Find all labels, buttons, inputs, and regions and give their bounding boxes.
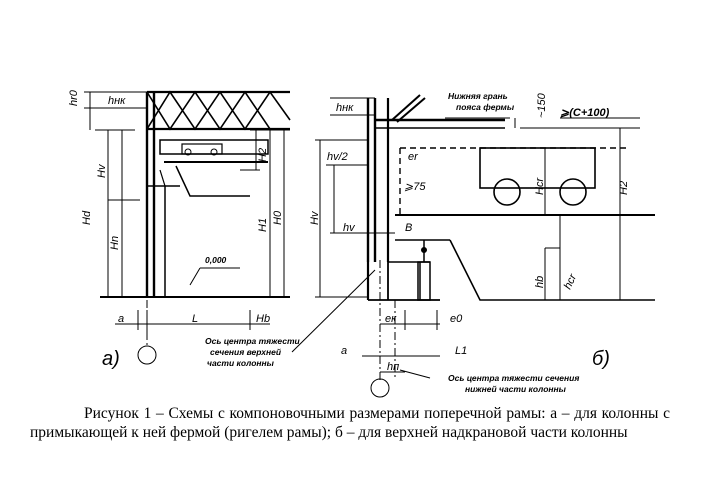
label-h0: H0 bbox=[272, 210, 284, 225]
label-hcr: Hcr bbox=[534, 177, 546, 195]
column-a bbox=[145, 92, 180, 297]
label-axis-top-1: Ось центра тяжести bbox=[205, 336, 301, 346]
label-dim150: ~150 bbox=[536, 92, 548, 118]
label-hnk-a: hнк bbox=[108, 95, 126, 107]
label-gec100: ⩾(С+100) bbox=[560, 107, 610, 119]
label-hnk-b: hнк bbox=[336, 102, 354, 114]
column-b bbox=[366, 98, 440, 301]
panel-letter-a: а) bbox=[102, 348, 120, 370]
label-a-a: a bbox=[118, 313, 124, 325]
label-h2-a: H2 bbox=[257, 148, 269, 162]
label-axis-top-2: сечения верхней bbox=[210, 347, 282, 357]
label-hb-a: Hb bbox=[256, 313, 270, 325]
label-bottom-flange-1: Нижняя грань bbox=[448, 91, 508, 101]
label-bottom-flange-2: пояса фермы bbox=[456, 102, 515, 112]
label-hv-a: Hv bbox=[96, 163, 108, 178]
crane-b bbox=[399, 147, 630, 215]
label-L1: L1 bbox=[455, 345, 467, 357]
label-hv-b: Hv bbox=[309, 210, 321, 225]
label-axis-bot-1: Ось центра тяжести сечения bbox=[448, 373, 579, 383]
label-hv2: hv/2 bbox=[327, 151, 348, 163]
label-e0: e0 bbox=[450, 313, 463, 325]
label-hn: Hn bbox=[109, 236, 121, 250]
label-B: B bbox=[405, 222, 412, 234]
figure-caption: Рисунок 1 – Схемы с компоновочными разме… bbox=[30, 405, 670, 441]
label-ek: eк bbox=[385, 313, 397, 325]
label-hcr-small: hcr bbox=[562, 271, 580, 291]
label-hd: Hd bbox=[81, 210, 93, 225]
crane-a bbox=[159, 139, 269, 197]
label-hb-b: hb bbox=[534, 276, 546, 288]
label-zero: 0,000 bbox=[205, 255, 227, 265]
label-h2-b: H2 bbox=[618, 181, 630, 195]
label-h1: H1 bbox=[257, 218, 269, 232]
label-hr0: hr0 bbox=[68, 89, 80, 106]
label-er: er bbox=[408, 151, 419, 163]
label-hn-b: hп bbox=[387, 361, 399, 373]
diagram-b bbox=[291, 94, 655, 398]
diagram-a bbox=[84, 90, 291, 365]
label-hv-small: hv bbox=[343, 222, 356, 234]
label-a-b: a bbox=[341, 345, 347, 357]
crane-beam-b bbox=[395, 214, 655, 301]
label-ge75: ⩾75 bbox=[404, 181, 426, 193]
label-L: L bbox=[192, 313, 198, 325]
roof-truss bbox=[146, 90, 291, 131]
label-axis-top-3: части колонны bbox=[207, 358, 275, 368]
label-axis-bot-2: нижней части колонны bbox=[465, 384, 567, 394]
panel-letter-b: б) bbox=[592, 348, 610, 370]
